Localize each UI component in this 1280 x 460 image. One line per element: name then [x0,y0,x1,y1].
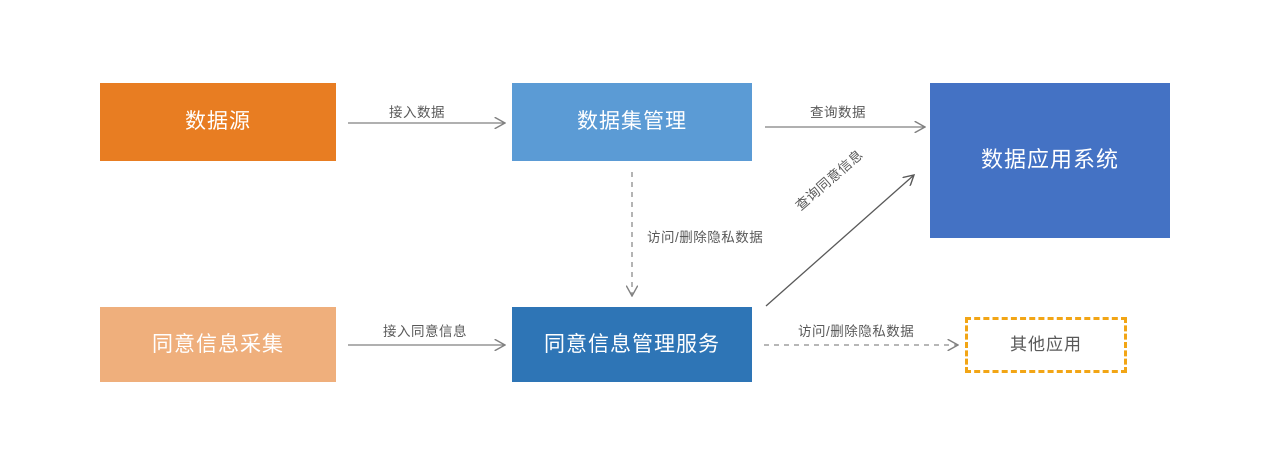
node-consent-management-service-label: 同意信息管理服务 [544,332,720,356]
node-other-application[interactable]: 其他应用 [965,317,1127,373]
edge-label-ingest-data: 接入数据 [389,105,445,120]
edge-label-access-delete-other-app: 访问/删除隐私数据 [798,324,915,339]
edge-label-access-delete-private: 访问/删除隐私数据 [647,230,764,245]
node-consent-collection[interactable]: 同意信息采集 [100,307,336,382]
node-dataset-management[interactable]: 数据集管理 [512,83,752,161]
node-other-application-label: 其他应用 [1010,334,1082,354]
node-consent-management-service[interactable]: 同意信息管理服务 [512,307,752,382]
node-data-source[interactable]: 数据源 [100,83,336,161]
node-dataset-management-label: 数据集管理 [577,110,687,134]
edge-label-query-consent-info: 查询同意信息 [792,146,866,214]
edge-query-consent-info-line [765,175,914,307]
node-data-application-system[interactable]: 数据应用系统 [930,83,1170,238]
node-data-source-label: 数据源 [185,110,251,134]
node-data-application-system-label: 数据应用系统 [980,147,1119,173]
node-consent-collection-label: 同意信息采集 [152,332,284,356]
edge-label-query-data: 查询数据 [810,105,866,120]
edge-label-ingest-consent-info: 接入同意信息 [383,324,467,339]
